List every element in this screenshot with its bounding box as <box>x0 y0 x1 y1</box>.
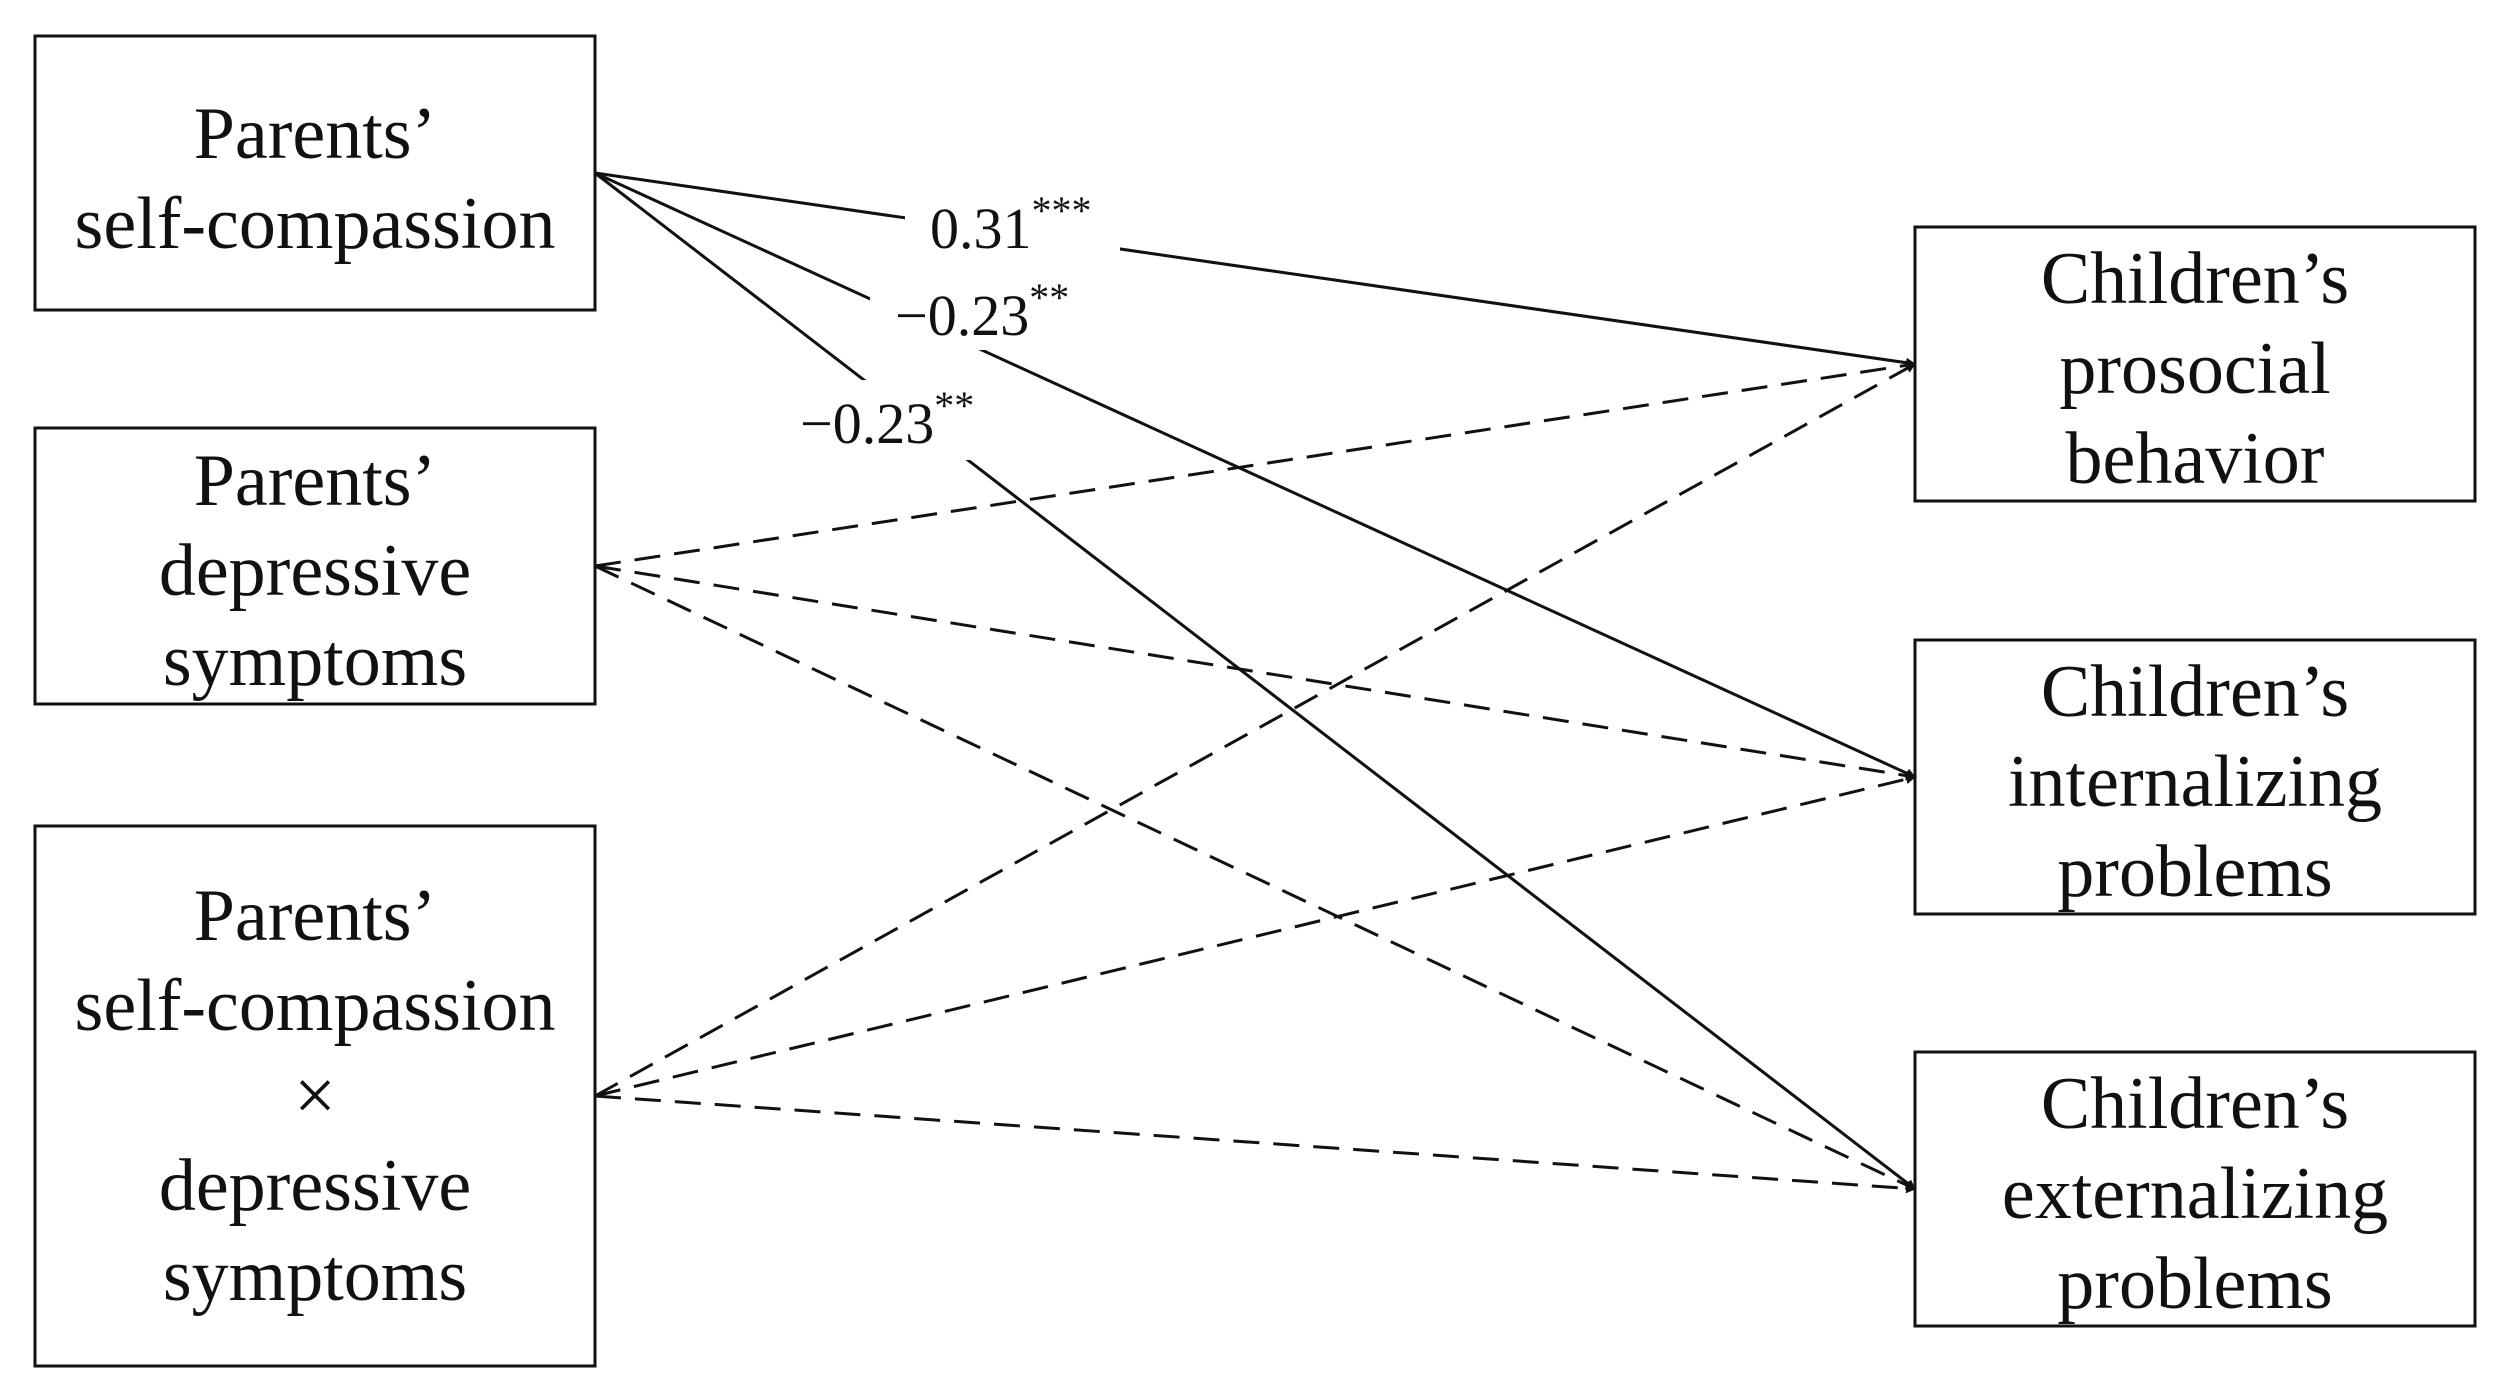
outcome-box-internalizing: Children’s internalizing problems <box>1913 638 2477 916</box>
box-line: problems <box>2057 831 2332 913</box>
coef-label-prosocial: 0.31*** <box>930 188 1092 261</box>
outcome-box-prosocial: Children’s prosocial behavior <box>1913 225 2477 503</box>
box-line: symptoms <box>163 620 467 702</box>
box-line: externalizing <box>2002 1153 2388 1235</box>
predictor-box-self-compassion: Parents’ self-compassion <box>33 34 597 312</box>
box-line: symptoms <box>163 1235 467 1317</box>
box-line: depressive <box>159 1145 471 1227</box>
path-arrow-interaction-to-internalizing <box>594 774 1916 1098</box>
path-arrow-interaction-to-prosocial <box>594 362 1916 1098</box>
path-arrow-self-compassion-to-prosocial <box>594 171 1916 368</box>
box-line: Parents’ <box>194 875 437 957</box>
coef-label-bg <box>780 380 1010 460</box>
box-line: Children’s <box>2041 1063 2349 1145</box>
path-arrow-depressive-symptoms-to-internalizing <box>594 564 1916 781</box>
path-arrows <box>594 171 1916 1194</box>
path-arrow-interaction-to-externalizing <box>594 1094 1916 1194</box>
box-line: Children’s <box>2041 238 2349 320</box>
box-line: depressive <box>159 530 471 612</box>
outcome-box-externalizing: Children’s externalizing problems <box>1913 1050 2477 1328</box>
box-line: problems <box>2057 1243 2332 1325</box>
predictor-box-interaction: Parents’ self-compassion × depressive sy… <box>33 824 597 1368</box>
box-line: × <box>294 1055 336 1137</box>
box-line: self-compassion <box>75 965 556 1047</box>
box-line: behavior <box>2066 418 2325 500</box>
coef-label-internalizing: −0.23** <box>895 275 1069 348</box>
path-arrow-depressive-symptoms-to-prosocial <box>594 360 1916 568</box>
coef-label-externalizing: −0.23** <box>800 383 974 456</box>
box-line: Children’s <box>2041 651 2349 733</box>
box-line: internalizing <box>2008 741 2382 823</box>
box-line: Parents’ <box>194 93 437 175</box>
path-arrow-self-compassion-to-externalizing <box>594 171 1916 1191</box>
coef-label-bg <box>870 270 1100 350</box>
predictor-box-depressive-symptoms: Parents’ depressive symptoms <box>33 426 597 706</box>
coef-label-bg <box>905 185 1120 265</box>
box-line: self-compassion <box>75 183 556 265</box>
path-arrow-depressive-symptoms-to-externalizing <box>594 564 1916 1191</box>
box-line: Parents’ <box>194 440 437 522</box>
path-coefficients: 0.31*** −0.23** −0.23** <box>780 185 1120 460</box>
box-line: prosocial <box>2059 328 2330 410</box>
path-arrow-self-compassion-to-internalizing <box>594 171 1916 779</box>
